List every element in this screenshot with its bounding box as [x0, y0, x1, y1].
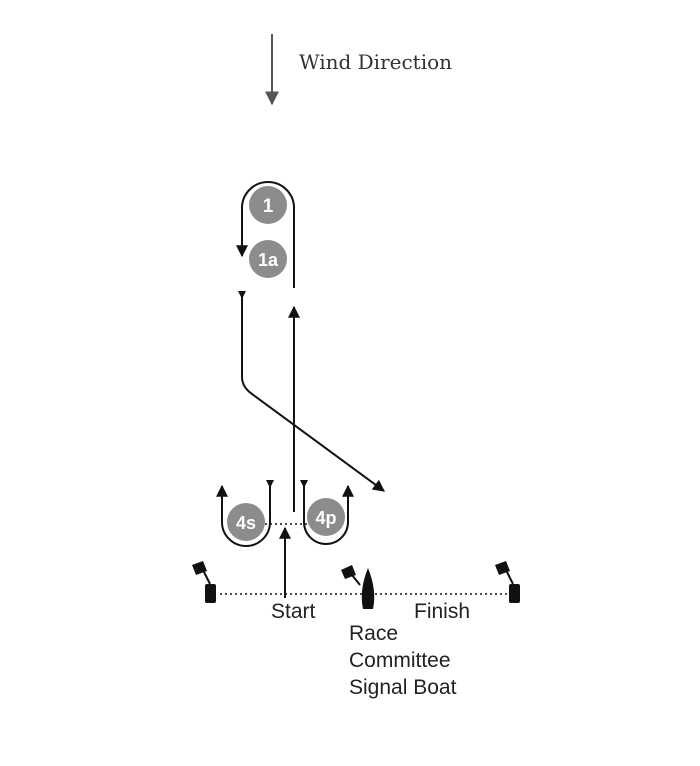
mark-1: 1	[249, 186, 287, 224]
rounding-path-mark-4s	[216, 480, 271, 547]
rounding-path-mark-1	[236, 181, 295, 288]
mark-4p: 4p	[307, 498, 345, 536]
rounding-head-4s	[266, 480, 274, 488]
downwind-leg	[241, 291, 385, 492]
mark-4s: 4s	[227, 503, 265, 541]
finish-label: Finish	[414, 600, 471, 623]
start-pin-flag-icon	[192, 561, 216, 603]
start-label: Start	[271, 600, 316, 623]
mark-1a: 1a	[249, 240, 287, 278]
wind-direction-label: Wind Direction	[299, 50, 453, 74]
rounding-head-4p	[300, 480, 308, 488]
race-committee-line-2: Committee	[349, 649, 451, 672]
mark-4s-label: 4s	[236, 513, 256, 533]
mark-4p-label: 4p	[315, 508, 336, 528]
finish-pin-flag-icon	[495, 561, 520, 603]
signal-boat-icon	[341, 565, 375, 609]
race-committee-line-3: Signal Boat	[349, 676, 457, 699]
downwind-leg-head	[238, 291, 246, 299]
race-committee-line-1: Race	[349, 622, 399, 645]
mark-1-label: 1	[263, 196, 274, 217]
mark-1a-label: 1a	[258, 250, 279, 270]
rounding-path-mark-4p	[303, 480, 354, 545]
race-committee-label: Race Committee Signal Boat	[349, 620, 456, 701]
